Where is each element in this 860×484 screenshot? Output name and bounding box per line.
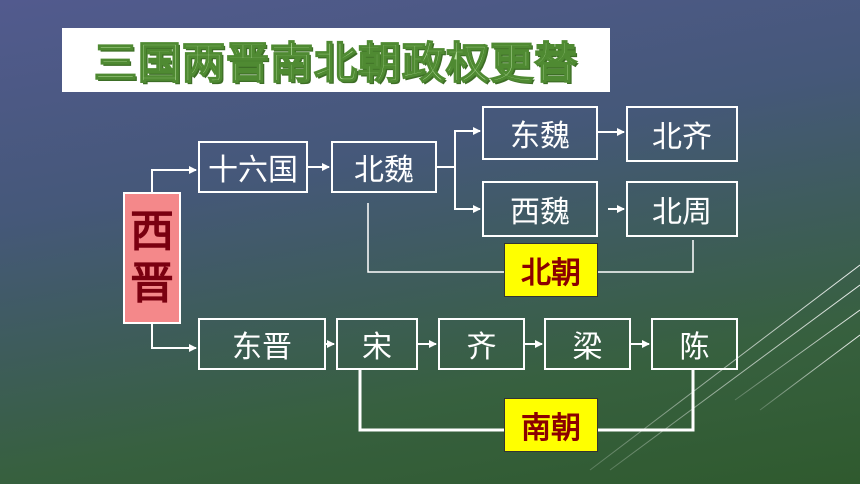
node-song: 宋 [336, 318, 418, 370]
south-bracket [358, 370, 695, 432]
north-bracket [367, 203, 694, 273]
node-beiwei: 北魏 [331, 141, 437, 193]
node-chen: 陈 [651, 318, 738, 370]
xijin-char-1: 西 [130, 206, 174, 257]
node-xiwei: 西魏 [482, 181, 598, 237]
decorative-stripes [589, 264, 860, 471]
south-dynasties-text: 南朝 [521, 411, 581, 446]
south-dynasties-label: 南朝 [504, 398, 598, 452]
node-song-label: 宋 [362, 330, 392, 365]
node-beiqi: 北齐 [626, 106, 738, 162]
node-beiqi-label: 北齐 [652, 120, 712, 155]
node-beizhou-label: 北周 [652, 195, 712, 230]
node-16kingdoms: 十六国 [198, 141, 308, 193]
xijin-node: 西 晋 [123, 192, 181, 324]
node-dongjin: 东晋 [198, 318, 326, 370]
node-chen-label: 陈 [679, 330, 710, 365]
node-dongwei-label: 东魏 [510, 119, 570, 154]
node-liang: 梁 [544, 318, 631, 370]
diagram-title: 三国两晋南北朝政权更替 [93, 38, 578, 90]
beiwei-fork-lower [454, 167, 481, 213]
node-qi: 齐 [438, 318, 525, 370]
north-dynasties-text: 北朝 [521, 256, 581, 291]
root-to-dongjin-arrow [151, 324, 197, 352]
node-dongjin-label: 东晋 [232, 330, 292, 365]
node-dongwei: 东魏 [482, 106, 598, 160]
node-xiwei-label: 西魏 [510, 195, 570, 230]
root-to-16kingdoms-arrow [151, 166, 197, 192]
node-16kingdoms-label: 十六国 [208, 153, 298, 188]
north-dynasties-label: 北朝 [504, 243, 598, 297]
title-banner: 三国两晋南北朝政权更替 [62, 28, 610, 92]
beiwei-fork [437, 127, 481, 168]
node-beiwei-label: 北魏 [354, 153, 414, 188]
node-qi-label: 齐 [466, 330, 497, 365]
xijin-char-2: 晋 [130, 258, 174, 309]
node-liang-label: 梁 [572, 330, 603, 365]
node-beizhou: 北周 [626, 181, 738, 237]
